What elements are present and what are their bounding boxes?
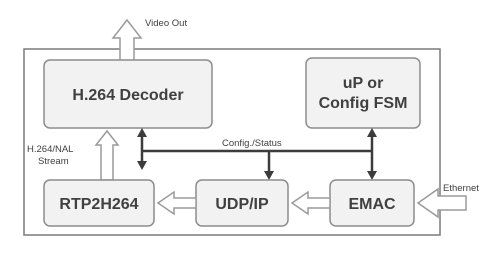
rtp2h264-label: RTP2H264	[59, 196, 138, 213]
decoder-bus-arrowhead-up	[137, 128, 147, 137]
emac-label: EMAC	[348, 196, 396, 213]
config-fsm-label-line2: Config FSM	[319, 95, 408, 112]
stream-label-line1: H.264/NAL	[27, 144, 73, 155]
decoder-bus-arrowhead-down	[137, 161, 147, 170]
config-fsm-block	[305, 57, 421, 129]
rtp2h264-block	[43, 179, 155, 227]
stream-label-line2: Stream	[38, 156, 69, 167]
emac-bus-arrowhead	[367, 171, 377, 180]
cpu-bus-arrowhead	[367, 128, 377, 137]
udp-bus-arrowhead	[264, 171, 274, 180]
ethernet-input-arrow	[416, 187, 467, 219]
video-out-label: Video Out	[145, 18, 187, 29]
h264-decoder-block	[43, 59, 213, 129]
h264-decoder-label: H.264 Decoder	[72, 87, 183, 104]
ethernet-label: Ethernet	[443, 183, 479, 194]
nal-stream-arrow	[94, 129, 120, 181]
config-fsm-label-line1: uP or	[343, 75, 384, 92]
udp-to-rtp-arrow	[156, 190, 197, 216]
emac-to-udp-arrow	[290, 190, 331, 216]
config-status-label: Config./Status	[222, 138, 282, 149]
udp-ip-label: UDP/IP	[215, 196, 269, 213]
